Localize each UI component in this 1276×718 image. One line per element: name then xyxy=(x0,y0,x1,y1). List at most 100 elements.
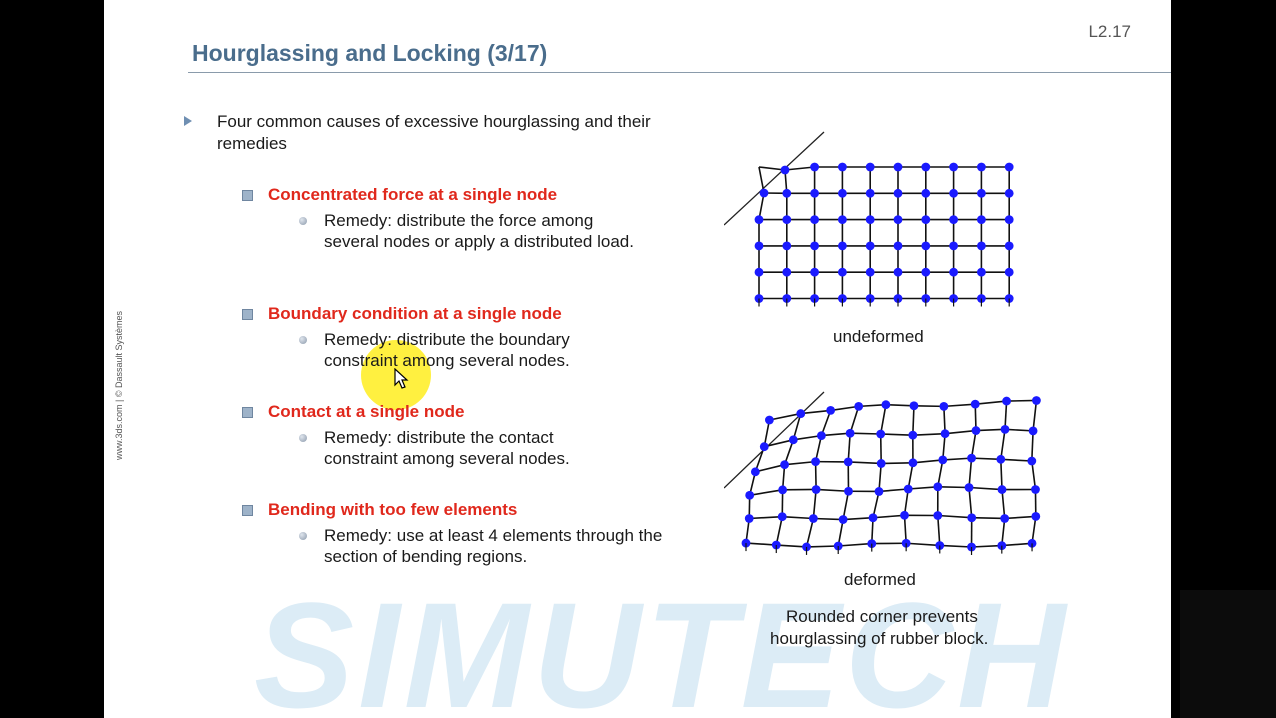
mesh-edge xyxy=(968,458,973,488)
deformed-mesh-diagram xyxy=(724,391,1041,555)
rigid-wall-line xyxy=(724,131,825,226)
rigid-wall-line xyxy=(724,391,825,489)
mesh-edge xyxy=(942,457,972,461)
mesh-edge xyxy=(1006,399,1037,402)
mesh-node xyxy=(876,429,886,439)
mesh-node xyxy=(908,458,918,468)
mesh-edge xyxy=(943,406,946,434)
caption-line-1: Rounded corner prevents xyxy=(786,607,978,626)
circle-bullet-icon xyxy=(299,336,307,344)
mesh-node xyxy=(844,486,853,496)
mesh-edge xyxy=(879,404,887,435)
mesh-node xyxy=(938,455,948,465)
mesh-edge xyxy=(805,518,815,548)
mesh-node xyxy=(893,162,903,172)
mesh-edge xyxy=(906,542,940,547)
mesh-node xyxy=(933,482,943,492)
mesh-node xyxy=(782,215,792,224)
mesh-node xyxy=(838,188,847,198)
mesh-edge xyxy=(975,428,1006,432)
mesh-node xyxy=(754,215,764,224)
mesh-edge xyxy=(764,439,794,448)
mesh-edge xyxy=(880,433,913,436)
mesh-node xyxy=(838,162,847,172)
mesh-node xyxy=(1004,267,1014,277)
mesh-edge xyxy=(837,519,844,547)
mesh-node xyxy=(921,267,931,277)
mesh-node xyxy=(881,400,891,410)
mesh-node xyxy=(811,457,820,467)
mesh-node xyxy=(949,241,958,251)
mesh-node xyxy=(810,188,819,198)
mesh-edge xyxy=(812,489,817,519)
mesh-edge xyxy=(784,166,815,171)
cause-heading-2: Boundary condition at a single node xyxy=(268,304,562,323)
mesh-edge xyxy=(1031,460,1037,490)
mesh-node xyxy=(977,241,986,251)
mesh-edge xyxy=(1004,515,1036,520)
mesh-edge xyxy=(821,432,851,437)
intro-text: Four common causes of excessive hourglas… xyxy=(217,112,651,153)
simutech-watermark: SIMUTECH xyxy=(254,571,1070,718)
mesh-node xyxy=(921,188,931,198)
mesh-node xyxy=(782,267,792,277)
mesh-edge xyxy=(776,544,807,548)
mesh-node xyxy=(1004,241,1014,251)
mesh-edge xyxy=(1032,400,1038,431)
mesh-node xyxy=(854,401,864,411)
mesh-edge xyxy=(814,461,817,490)
mesh-node xyxy=(939,401,949,411)
mesh-node xyxy=(949,162,958,172)
mesh-node xyxy=(967,453,976,463)
mesh-edge xyxy=(1000,458,1032,462)
caption-line-2: hourglassing of rubber block. xyxy=(770,629,989,648)
square-bullet-icon xyxy=(242,190,253,201)
mesh-edge xyxy=(971,516,1005,520)
mesh-node xyxy=(1027,538,1037,548)
remedy-text-1: Remedy: distribute the force among sever… xyxy=(324,211,634,251)
mesh-node xyxy=(750,467,760,477)
mesh-node xyxy=(744,514,754,523)
mesh-edge xyxy=(847,433,851,462)
mesh-node xyxy=(796,409,806,418)
mesh-edge xyxy=(1031,430,1034,462)
mesh-edge xyxy=(971,457,1001,461)
mesh-edge xyxy=(1000,459,1003,490)
mouse-cursor-icon xyxy=(394,368,409,389)
mesh-edge xyxy=(885,403,914,407)
mesh-node xyxy=(933,511,943,520)
mesh-node xyxy=(810,267,819,277)
square-bullet-icon xyxy=(242,505,253,516)
cause-heading-4: Bending with too few elements xyxy=(268,500,518,519)
mesh-edge xyxy=(755,463,785,473)
circle-bullet-icon xyxy=(299,434,307,442)
mesh-node xyxy=(780,165,790,175)
mesh-node xyxy=(759,188,769,198)
mesh-node xyxy=(867,539,877,549)
mesh-node xyxy=(909,401,919,411)
cause-heading-1: Concentrated force at a single node xyxy=(268,185,558,204)
mesh-node xyxy=(810,215,819,224)
mesh-node xyxy=(1000,424,1010,434)
mesh-node xyxy=(1004,188,1014,198)
mesh-node xyxy=(843,457,853,467)
mesh-edge xyxy=(1004,428,1034,432)
mesh-edge xyxy=(782,515,814,520)
mesh-edge xyxy=(974,404,977,431)
mesh-edge xyxy=(793,434,822,441)
mesh-node xyxy=(754,241,764,251)
mesh-edge xyxy=(849,406,860,434)
mesh-node xyxy=(949,267,958,277)
mesh-edge xyxy=(758,192,765,220)
mesh-edge xyxy=(792,413,802,441)
mesh-edge xyxy=(814,435,823,462)
mesh-node xyxy=(808,514,818,523)
mesh-edge xyxy=(813,517,844,521)
mesh-edge xyxy=(763,419,771,447)
mesh-edge xyxy=(939,544,972,548)
mesh-node xyxy=(1031,485,1040,494)
side-strip xyxy=(1180,590,1276,718)
mesh-node xyxy=(1028,426,1038,436)
mesh-edge xyxy=(937,459,944,487)
mesh-node xyxy=(838,215,847,224)
